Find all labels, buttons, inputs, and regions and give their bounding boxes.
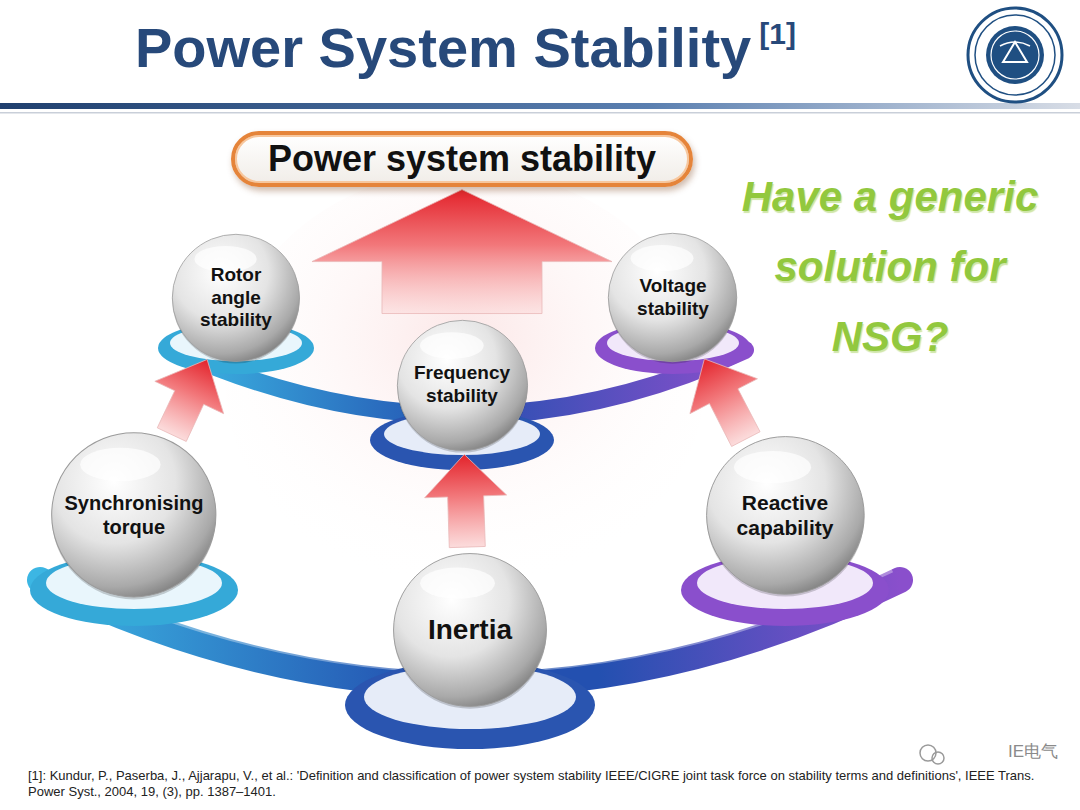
sphere-body bbox=[394, 554, 547, 707]
title-rule-thin bbox=[0, 112, 1080, 114]
node-text: Voltage stability bbox=[618, 275, 728, 321]
university-seal bbox=[968, 8, 1062, 102]
block-arrow bbox=[155, 359, 224, 441]
stability-sphere: Rotor angle stability bbox=[171, 233, 301, 363]
stability-sphere: Frequency stability bbox=[396, 319, 529, 452]
sphere-body bbox=[52, 433, 216, 597]
node-text: Synchronising torque bbox=[60, 491, 208, 539]
sphere-highlight bbox=[80, 448, 160, 482]
node-text: Inertia bbox=[428, 613, 512, 647]
node-text: Rotor angle stability bbox=[188, 264, 284, 332]
goal-box: Power system stability bbox=[231, 131, 693, 186]
node-text: Frequency stability bbox=[406, 362, 518, 408]
background-glow bbox=[225, 170, 705, 590]
reference-superscript: [1] bbox=[759, 16, 796, 52]
sphere-highlight bbox=[734, 451, 811, 483]
stability-sphere: Voltage stability bbox=[607, 232, 738, 363]
question-note: Have a generic solution for NSG? bbox=[720, 162, 1060, 372]
factor-sphere: Synchronising torque bbox=[50, 431, 218, 599]
sphere-shape bbox=[705, 435, 866, 596]
wechat-icon bbox=[920, 745, 944, 764]
sphere-shape bbox=[50, 431, 218, 599]
factor-sphere: Inertia bbox=[392, 552, 548, 708]
sphere-body bbox=[706, 436, 864, 594]
factor-sphere: Reactive capability bbox=[705, 435, 866, 596]
block-arrow bbox=[425, 454, 507, 547]
node-text: Power system stability bbox=[268, 137, 656, 180]
sphere-body bbox=[172, 234, 299, 361]
watermark: IE电气 bbox=[1008, 742, 1058, 762]
sphere-highlight bbox=[631, 246, 694, 272]
sphere-body bbox=[609, 234, 737, 362]
slide-title: Power System Stability bbox=[135, 14, 751, 81]
sphere-highlight bbox=[419, 332, 483, 359]
block-arrow bbox=[312, 190, 612, 314]
sphere-body bbox=[397, 320, 527, 450]
title-rule bbox=[0, 103, 1080, 109]
sphere-highlight bbox=[420, 568, 495, 599]
block-arrow bbox=[690, 359, 760, 447]
reference-footnote: [1]: Kundur, P., Paserba, J., Ajjarapu, … bbox=[28, 768, 1058, 801]
node-text: Reactive capability bbox=[715, 490, 855, 540]
